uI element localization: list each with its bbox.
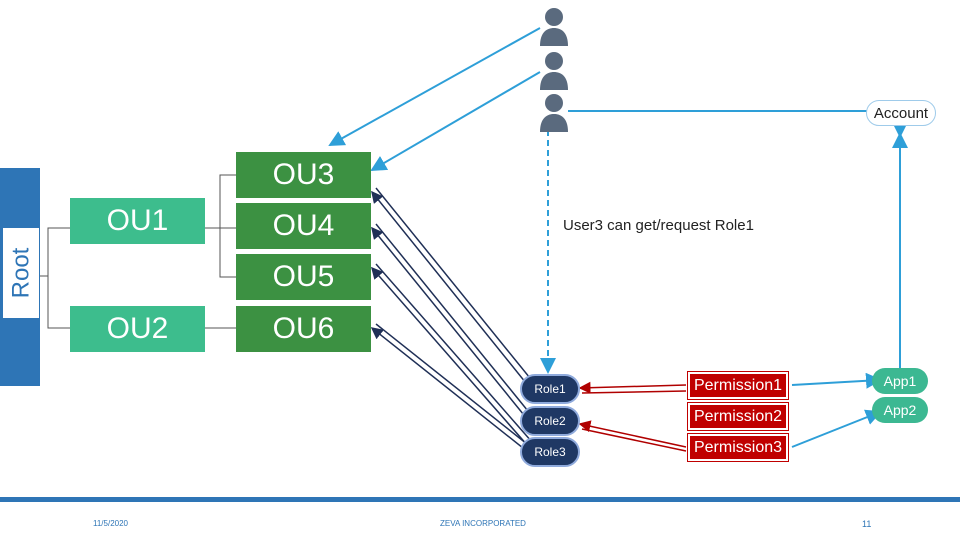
role2-label: Role2 (534, 414, 566, 428)
footer-company: ZEVA INCORPORATED (440, 519, 526, 528)
footer-page-number: 11 (862, 519, 872, 529)
footer-date: 11/5/2020 (93, 519, 128, 528)
role3-label: Role3 (534, 445, 566, 459)
root-label: Root (7, 247, 35, 299)
permission2-node[interactable]: Permission2 (687, 402, 789, 431)
ou1-label: OU1 (106, 204, 169, 237)
user2-icon[interactable] (537, 50, 571, 90)
app2-label: App2 (883, 402, 917, 418)
perm3-app2 (791, 409, 882, 448)
permission1-label: Permission1 (693, 376, 783, 394)
ou1-box[interactable]: OU1 (70, 198, 205, 244)
account-label: Account (873, 104, 929, 122)
user1-icon[interactable] (537, 6, 571, 46)
ou3-box[interactable]: OU3 (236, 152, 371, 198)
role3-node[interactable]: Role3 (520, 437, 580, 467)
tree-lines (40, 174, 236, 329)
permission3-label: Permission3 (693, 438, 783, 456)
role1-label: Role1 (534, 382, 566, 396)
ou4-label: OU4 (272, 209, 335, 242)
user3-account-arrow (568, 110, 908, 138)
ou5-box[interactable]: OU5 (236, 254, 371, 300)
perm1-app1 (791, 372, 882, 389)
ou4-box[interactable]: OU4 (236, 203, 371, 249)
ou3-label: OU3 (272, 158, 335, 191)
permission1-node[interactable]: Permission1 (687, 371, 789, 400)
root-label-box: Root (3, 228, 39, 318)
ou2-label: OU2 (106, 312, 169, 345)
ou6-box[interactable]: OU6 (236, 306, 371, 352)
role1-node[interactable]: Role1 (520, 374, 580, 404)
ou6-label: OU6 (272, 312, 335, 345)
app1-label: App1 (883, 373, 917, 389)
ou5-label: OU5 (272, 260, 335, 293)
footer (0, 502, 960, 540)
role2-node[interactable]: Role2 (520, 406, 580, 436)
permission3-node[interactable]: Permission3 (687, 433, 789, 462)
permission2-label: Permission2 (693, 407, 783, 425)
ou2-box[interactable]: OU2 (70, 306, 205, 352)
app1-node[interactable]: App1 (872, 368, 928, 394)
user2-arrow (370, 71, 541, 172)
user1-arrow (328, 27, 541, 146)
access-note: User3 can get/request Role1 (563, 217, 754, 234)
account-node[interactable]: Account (866, 100, 936, 126)
footer-bar (0, 497, 960, 502)
user3-icon[interactable] (537, 92, 571, 132)
app2-node[interactable]: App2 (872, 397, 928, 423)
